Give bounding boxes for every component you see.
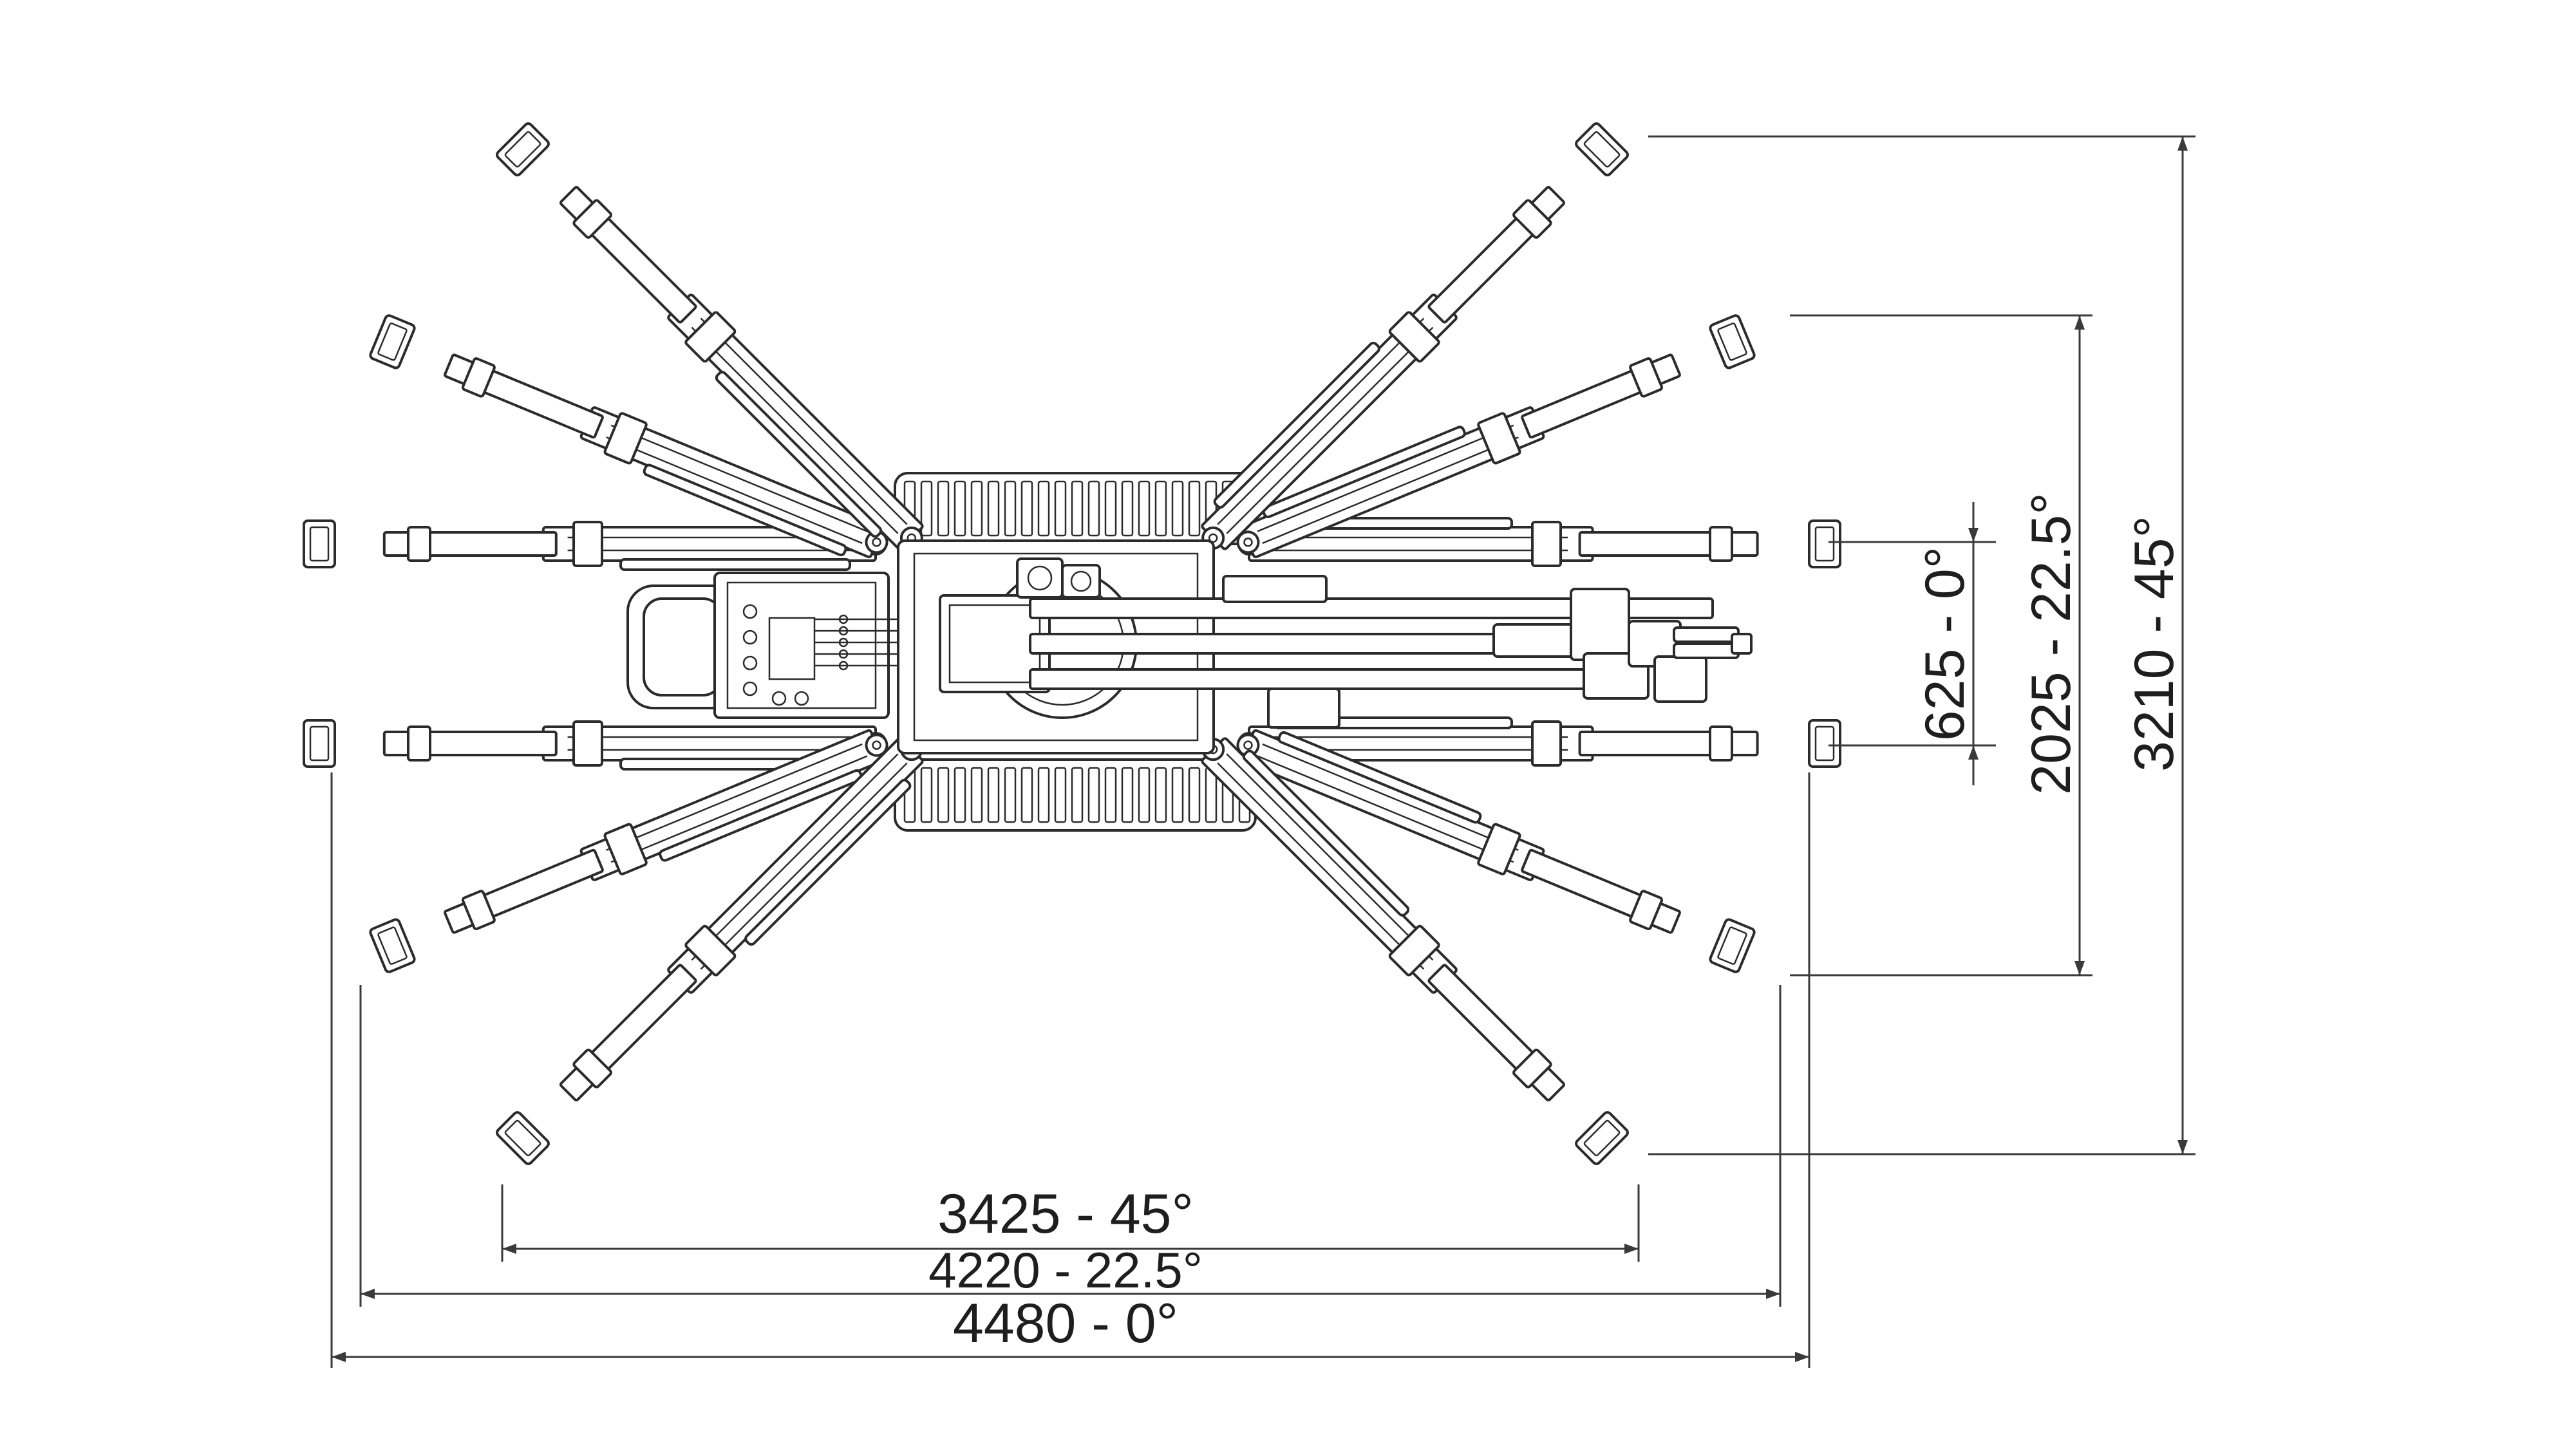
upper-track: [894, 472, 1257, 545]
dim-label-height-0: 625 - 0°: [1914, 547, 1976, 741]
dimension-arrows: [332, 136, 2188, 1362]
dim-label-width-22-5: 4220 - 22.5°: [928, 1242, 1203, 1298]
outrigger-arm: [1236, 729, 1756, 973]
dim-label-height-22-5: 2025 - 22.5°: [2020, 492, 2082, 795]
outrigger-arm: [1201, 737, 1629, 1165]
outrigger-arm: [1236, 314, 1756, 559]
control-box: [626, 572, 898, 719]
dimension-labels: 3425 - 45° 4220 - 22.5° 4480 - 0° 625 - …: [928, 492, 2185, 1354]
horizontal-dimensions: [330, 772, 1810, 1368]
vertical-dimensions: [1648, 135, 2195, 1155]
outrigger-arm: [496, 122, 924, 550]
boom: [1029, 575, 1753, 729]
dim-label-width-0: 4480 - 0°: [953, 1293, 1178, 1354]
dim-label-height-45: 3210 - 45°: [2123, 516, 2185, 772]
outrigger-arm: [1201, 122, 1629, 550]
lower-track: [894, 758, 1257, 832]
dim-label-width-45: 3425 - 45°: [937, 1183, 1194, 1245]
outrigger-arms: [303, 122, 1841, 1165]
outrigger-arm: [369, 314, 888, 559]
outrigger-arm: [369, 729, 888, 973]
outrigger-arm: [496, 737, 924, 1165]
